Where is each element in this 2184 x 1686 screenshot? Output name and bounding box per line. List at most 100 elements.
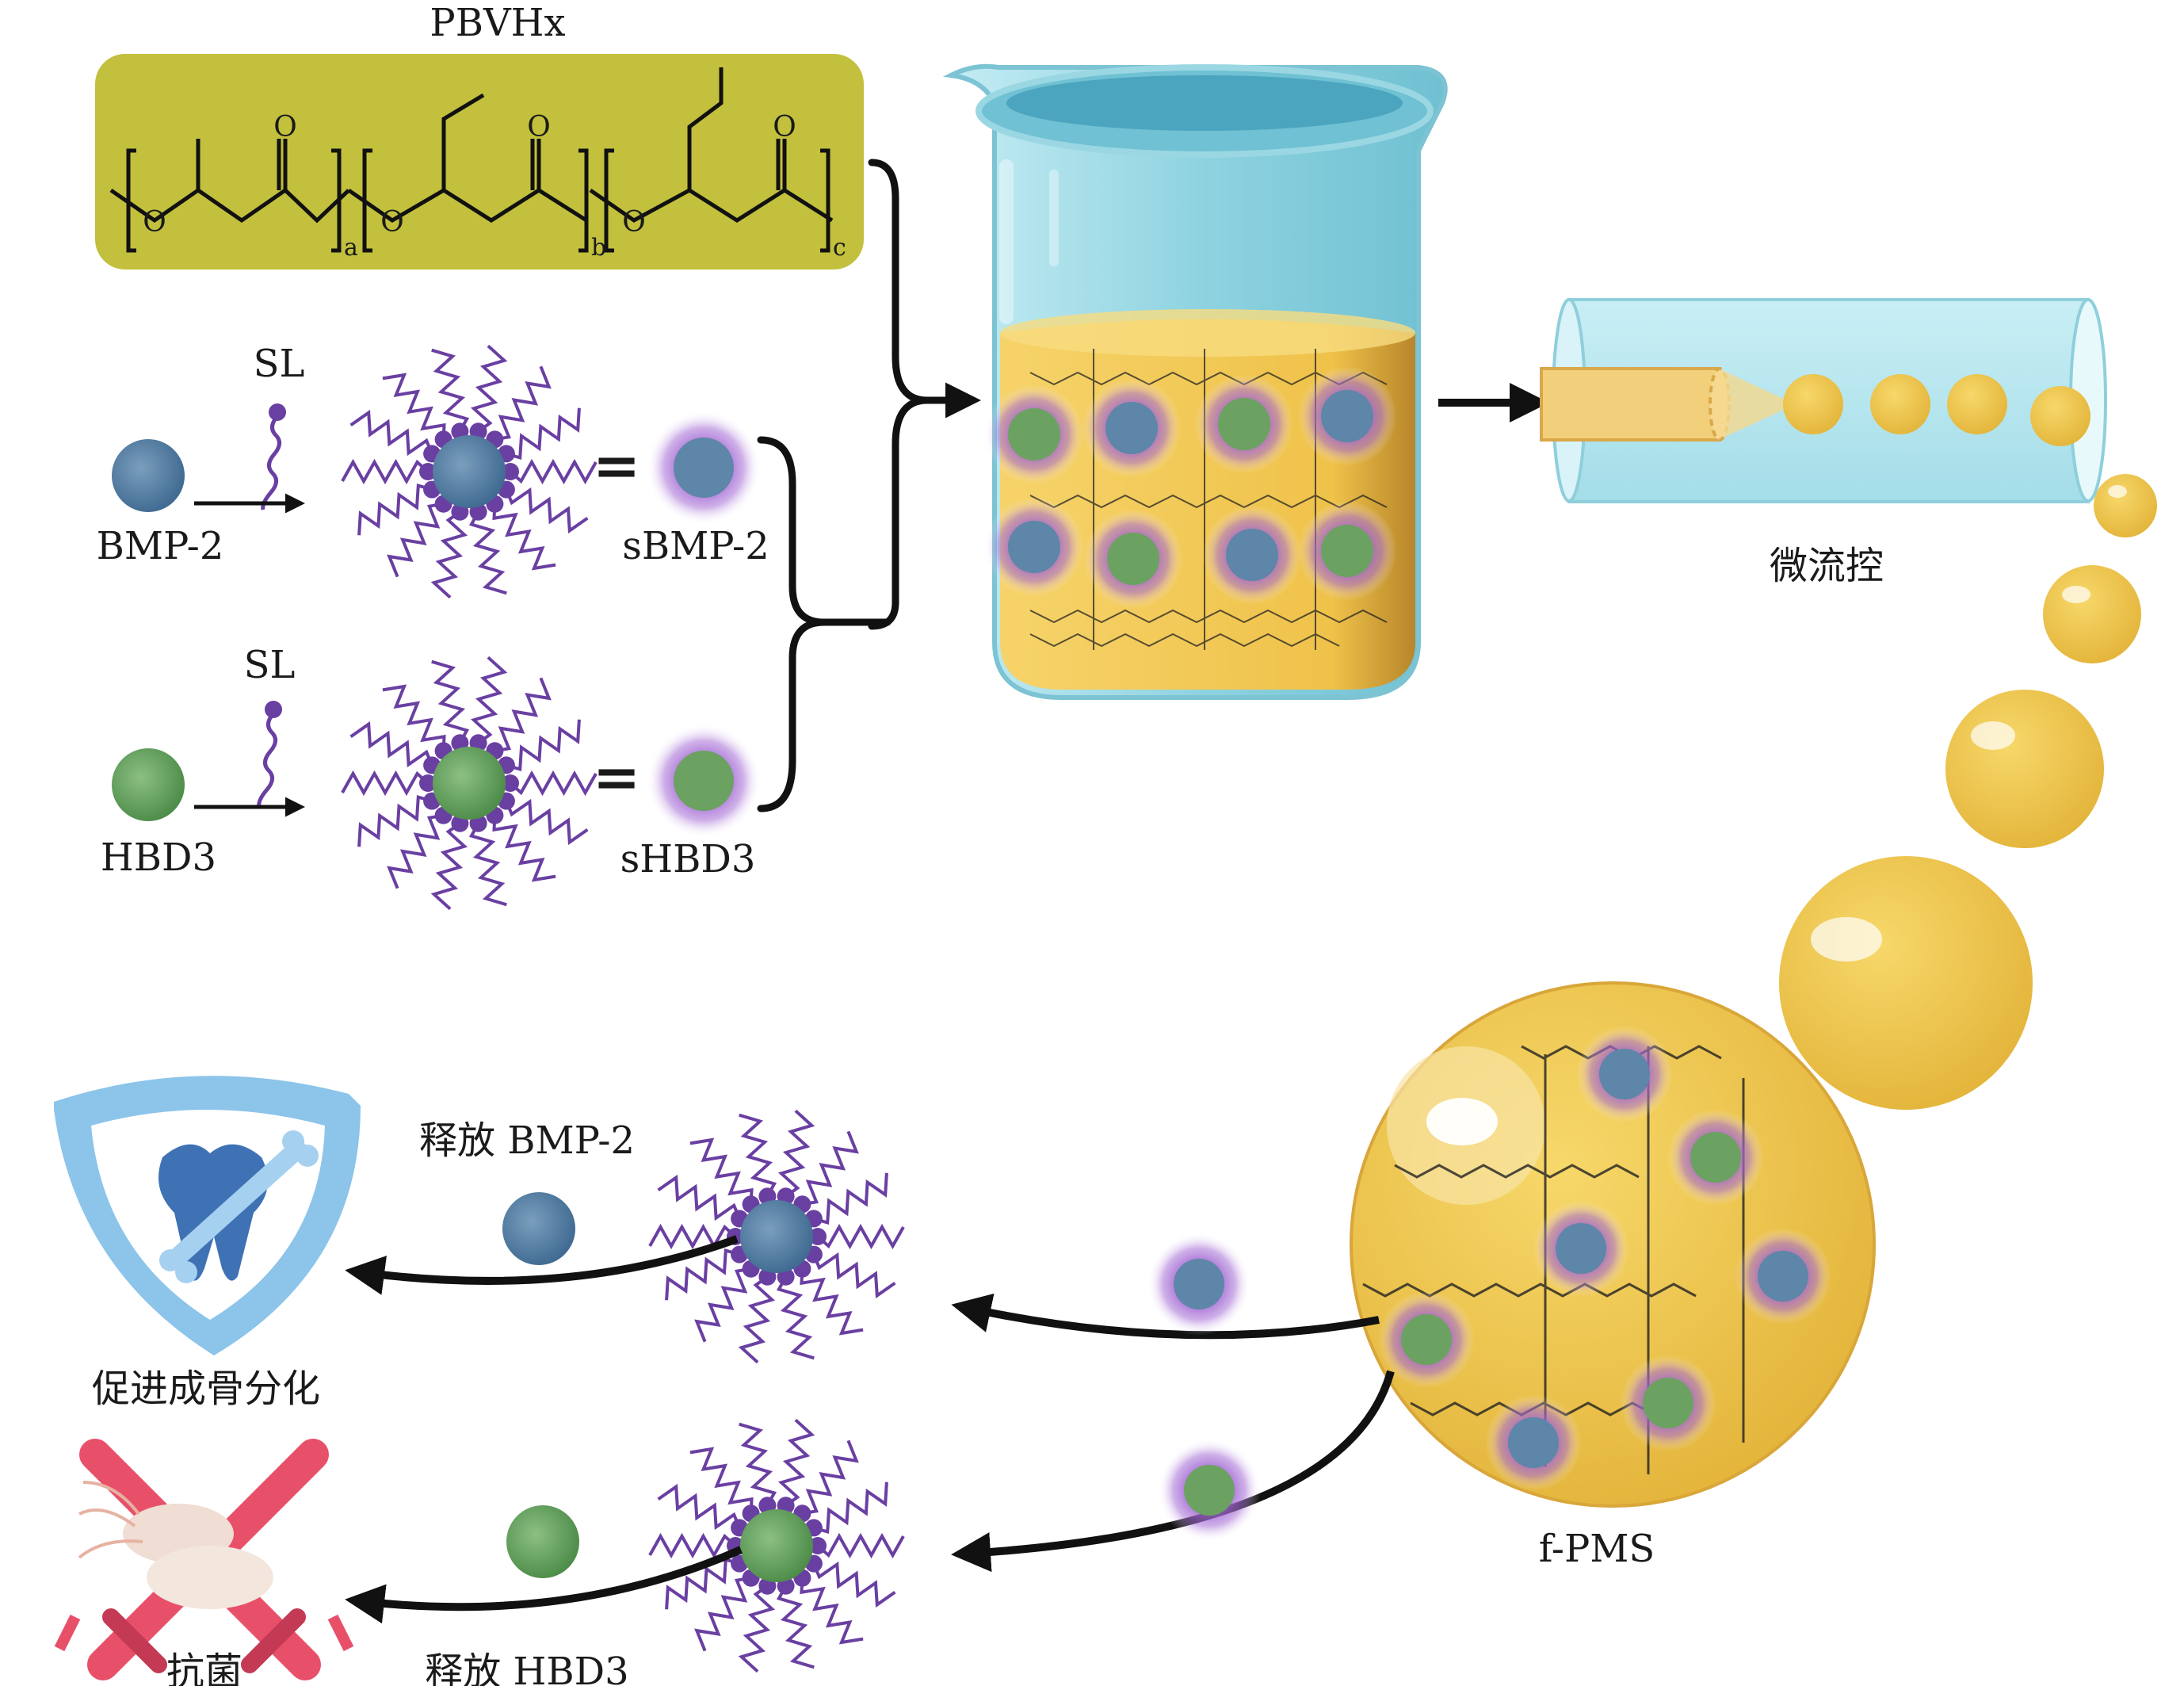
lipid-tail bbox=[357, 483, 433, 536]
arrow-to-osteo bbox=[345, 1235, 739, 1295]
shbd3-particle-icon bbox=[1107, 533, 1159, 585]
sbmp2-particle-icon bbox=[1599, 1049, 1650, 1099]
lipid-tail bbox=[430, 510, 468, 599]
svg-text:O: O bbox=[273, 111, 297, 143]
arrow-to-antibacterial bbox=[345, 1546, 743, 1624]
sbmp2-core-icon bbox=[674, 438, 734, 498]
sbmp2-label: sBMP-2 bbox=[622, 524, 769, 568]
lipid-tail bbox=[689, 1137, 754, 1205]
svg-text:O: O bbox=[143, 206, 166, 239]
released-bmp2-protein-icon bbox=[502, 1192, 575, 1265]
micelle-hbd3 bbox=[341, 656, 598, 911]
beaker-polymer-network bbox=[1029, 349, 1388, 650]
hbd3-core-icon bbox=[740, 1509, 813, 1582]
lipid-tail bbox=[492, 815, 556, 882]
lipid-tail bbox=[812, 1561, 896, 1608]
subscript-c: c bbox=[833, 234, 846, 262]
lipid-tail bbox=[802, 1130, 859, 1206]
lipid-tail bbox=[812, 1252, 896, 1299]
lipid-tail bbox=[382, 373, 446, 440]
shbd3-label: sHBD3 bbox=[620, 837, 756, 881]
lipid-tail bbox=[777, 1109, 815, 1198]
shbd3-particle-icon bbox=[1008, 408, 1060, 461]
svg-text:O: O bbox=[622, 206, 646, 239]
release-hbd3-label: 释放 HBD3 bbox=[425, 1650, 628, 1686]
lipid-tail bbox=[665, 1248, 740, 1301]
shbd3-particle-icon bbox=[1401, 1314, 1452, 1365]
lipid-tail bbox=[777, 1418, 815, 1507]
lipid-tail bbox=[387, 813, 444, 889]
bmp2-label: BMP-2 bbox=[97, 524, 224, 568]
micelle-bmp2-lower bbox=[648, 1109, 905, 1364]
lipid-tail bbox=[505, 798, 589, 846]
sbmp2-particle-icon bbox=[1758, 1251, 1808, 1302]
lipid-tail bbox=[349, 409, 433, 457]
svg-text:O: O bbox=[773, 111, 796, 143]
fpms-particles bbox=[1378, 1026, 1831, 1491]
lipid-head bbox=[809, 1537, 827, 1554]
lipid-tail bbox=[648, 1223, 737, 1250]
svg-text:O: O bbox=[527, 111, 551, 143]
osteo-label: 促进成骨分化 bbox=[92, 1367, 320, 1411]
lipid-tail bbox=[802, 1439, 859, 1516]
equals-sign-1: = bbox=[593, 431, 640, 499]
hbd3-core-icon bbox=[433, 747, 506, 820]
beaker-particles bbox=[984, 366, 1397, 609]
shbd3-core-icon bbox=[674, 751, 734, 811]
lipid-head bbox=[809, 1228, 827, 1245]
sl-label-2: SL bbox=[244, 643, 296, 687]
lipid-tail bbox=[739, 1113, 777, 1198]
sl-label-1: SL bbox=[254, 342, 305, 386]
process-label: 微流控 bbox=[1770, 544, 1884, 588]
protein-brace bbox=[757, 436, 892, 812]
lipid-tail bbox=[816, 1532, 905, 1559]
sbmp2-particle-icon bbox=[1508, 1417, 1559, 1468]
sbmp2-particle-icon bbox=[1105, 402, 1158, 454]
shbd3-particle-icon bbox=[1218, 398, 1270, 450]
shbd3-particle-icon bbox=[1643, 1378, 1693, 1428]
lipid-tail bbox=[776, 1275, 815, 1360]
lipid-tail bbox=[470, 344, 508, 433]
released-hbd3-protein-icon bbox=[506, 1505, 579, 1578]
bmp2-core-icon bbox=[433, 435, 506, 508]
lipid-tail bbox=[509, 458, 598, 485]
shbd3-particle-icon bbox=[1690, 1132, 1741, 1183]
lipid-tail bbox=[468, 510, 507, 595]
svg-text:O: O bbox=[380, 206, 404, 239]
lipid-tail bbox=[657, 1174, 741, 1221]
micelle-hbd3-lower bbox=[648, 1418, 905, 1673]
lipid-tail bbox=[665, 1557, 740, 1610]
micelle-bmp2 bbox=[341, 344, 598, 599]
lipid-tail bbox=[694, 1576, 751, 1652]
release-bmp2-label: 释放 BMP-2 bbox=[419, 1118, 635, 1163]
bmp2-protein-icon bbox=[112, 439, 185, 512]
lipid-tail bbox=[816, 1223, 905, 1250]
shield-tooth-bone-icon bbox=[54, 1076, 361, 1355]
lipid-tail bbox=[494, 365, 552, 442]
lipid-tail bbox=[648, 1532, 737, 1559]
subscript-b: b bbox=[591, 234, 606, 262]
lipid-tail bbox=[813, 1481, 888, 1535]
lipid-tail bbox=[492, 503, 556, 571]
lipid-tail bbox=[738, 1275, 776, 1364]
lipid-tail bbox=[509, 770, 598, 797]
shbd3-particle-icon bbox=[1321, 525, 1373, 577]
lipid-tail bbox=[468, 822, 507, 907]
crossed-swords-bacteria-icon bbox=[54, 1439, 354, 1680]
sl-lipid-icon-2 bbox=[257, 701, 282, 808]
sbmp2-particle-icon bbox=[1556, 1223, 1606, 1274]
lipid-tail bbox=[694, 1267, 751, 1343]
fpms-label: f-PMS bbox=[1539, 1527, 1655, 1571]
bmp2-core-icon bbox=[740, 1200, 813, 1273]
sbmp2-particle-icon bbox=[1321, 390, 1373, 442]
subscript-a: a bbox=[344, 234, 358, 262]
lipid-tail bbox=[382, 684, 446, 751]
lipid-tail bbox=[776, 1585, 815, 1669]
arrow-release-bmp2 bbox=[951, 1293, 1380, 1340]
lipid-tail bbox=[657, 1483, 741, 1531]
lipid-head bbox=[502, 774, 519, 792]
lipid-tail bbox=[506, 407, 581, 461]
microfluidic-capillary-icon bbox=[1540, 298, 2107, 503]
equals-sign-2: = bbox=[593, 743, 640, 810]
